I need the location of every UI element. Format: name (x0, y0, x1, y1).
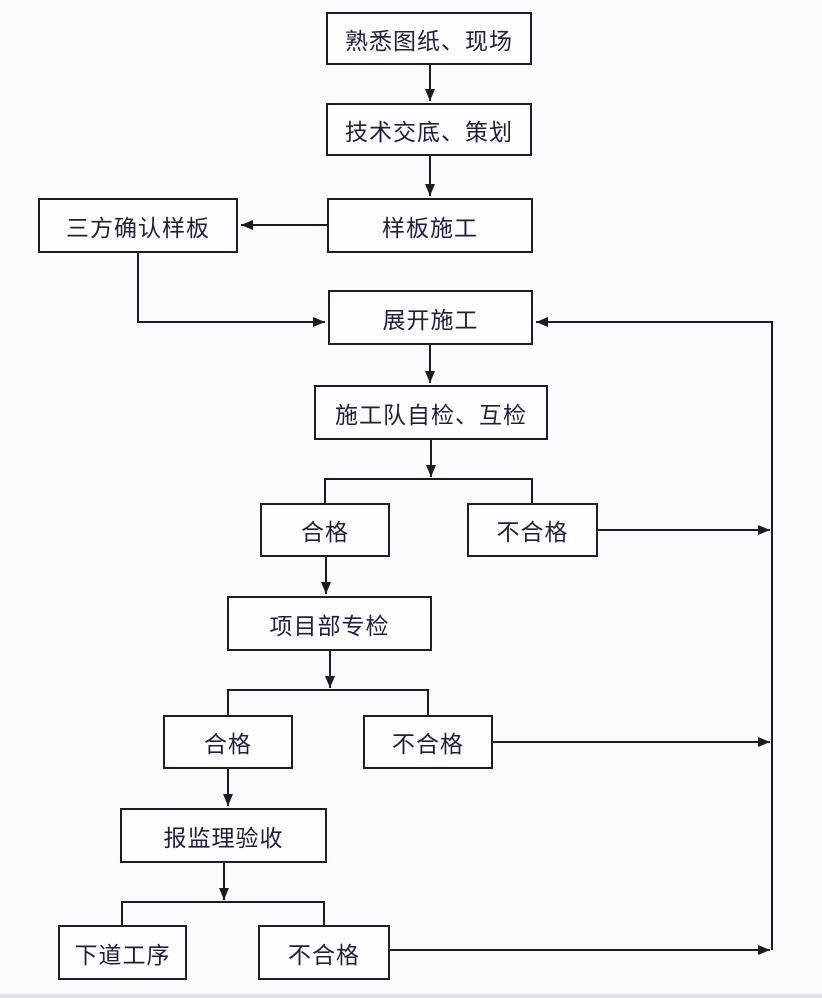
node-label: 合格 (301, 520, 349, 546)
node-label: 样板施工 (382, 215, 478, 242)
node-label: 熟悉图纸、现场 (345, 28, 513, 55)
node-label: 报监理验收 (163, 825, 284, 852)
node-sample-construction: 样板施工 (327, 198, 533, 253)
node-label: 项目部专检 (269, 613, 390, 640)
node-label: 不合格 (392, 732, 464, 758)
node-pass-1: 合格 (260, 503, 390, 557)
node-familiarize-drawings-site: 熟悉图纸、现场 (326, 12, 532, 65)
node-fail-3: 不合格 (258, 925, 390, 980)
edge-feedback-to-full-construction (536, 317, 773, 950)
branch3-tee (121, 901, 325, 925)
node-three-party-sample-confirmation: 三方确认样板 (38, 198, 238, 253)
node-next-process: 下道工序 (58, 925, 187, 980)
node-fail-2: 不合格 (363, 715, 493, 769)
node-project-dept-inspection: 项目部专检 (227, 596, 432, 651)
node-label: 不合格 (496, 520, 569, 546)
node-full-construction: 展开施工 (328, 290, 533, 345)
node-label: 下道工序 (74, 942, 171, 969)
node-team-self-mutual-check: 施工队自检、互检 (314, 385, 548, 440)
node-label: 三方确认样板 (66, 215, 210, 242)
node-label: 技术交底、策划 (345, 119, 513, 146)
node-label: 不合格 (288, 942, 360, 969)
node-supervisor-acceptance: 报监理验收 (120, 808, 327, 863)
cropped-bottom-artifact (0, 992, 822, 998)
node-pass-2: 合格 (163, 715, 293, 769)
node-technical-disclosure-planning: 技术交底、策划 (326, 103, 532, 156)
node-fail-1: 不合格 (467, 503, 598, 557)
node-label: 施工队自检、互检 (335, 402, 527, 429)
edge-confirmation-to-full-construction (137, 253, 325, 327)
branch2-tee (227, 689, 429, 715)
node-label: 展开施工 (382, 307, 479, 334)
node-label: 合格 (204, 732, 252, 758)
branch1-tee (324, 478, 533, 503)
